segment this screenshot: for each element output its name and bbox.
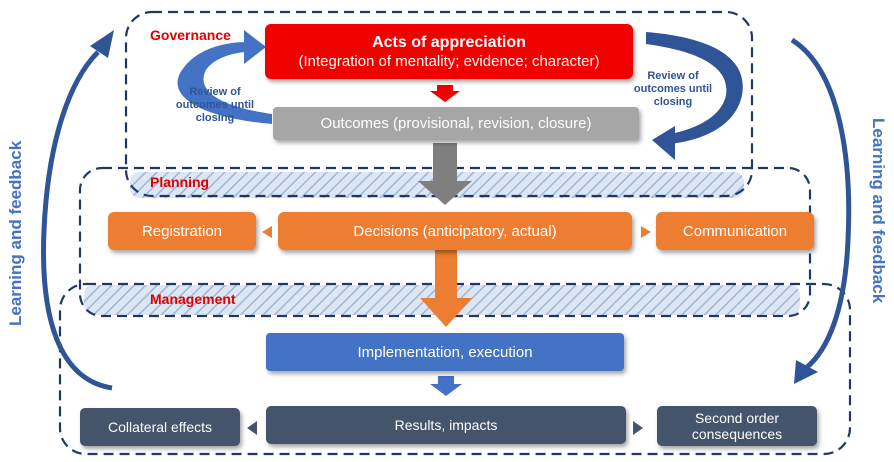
red-down-arrow [430, 85, 460, 102]
governance-label: Governance [150, 27, 231, 43]
blue-down-arrow [430, 376, 462, 396]
feedback-left-arrow [41, 30, 114, 391]
review-right-text: Review of outcomes until closing [633, 70, 713, 108]
management-label: Management [150, 291, 236, 307]
results-box: Results, impacts [266, 406, 626, 444]
grey-down-arrow [418, 143, 472, 205]
feedback-right-label: Learning and feedback [869, 118, 888, 304]
decisions-box: Decisions (anticipatory, actual) [278, 212, 632, 250]
orange-right-arrow [641, 226, 651, 238]
planning-label: Planning [150, 174, 210, 190]
acts-of-appreciation-box: Acts of appreciation (Integration of men… [265, 24, 633, 79]
navy-right-arrow [633, 421, 643, 435]
orange-left-arrow [262, 226, 272, 238]
navy-left-arrow [247, 421, 257, 435]
feedback-left-label: Learning and feedback [6, 140, 25, 326]
collateral-effects-box: Collateral effects [80, 408, 240, 446]
second-order-box: Second order consequences [657, 406, 817, 446]
registration-box: Registration [108, 212, 256, 250]
feedback-right-arrow [790, 37, 852, 384]
communication-box: Communication [656, 212, 814, 250]
orange-down-arrow [420, 250, 472, 327]
review-right-arrow [646, 32, 743, 160]
review-left-text: Review of outcomes until closing [175, 86, 255, 124]
implementation-box: Implementation, execution [266, 333, 624, 371]
review-left-arrow [177, 30, 272, 124]
acts-subtitle: (Integration of mentality; evidence; cha… [298, 52, 600, 70]
acts-title: Acts of appreciation [372, 33, 526, 51]
outcomes-box: Outcomes (provisional, revision, closure… [273, 107, 639, 140]
